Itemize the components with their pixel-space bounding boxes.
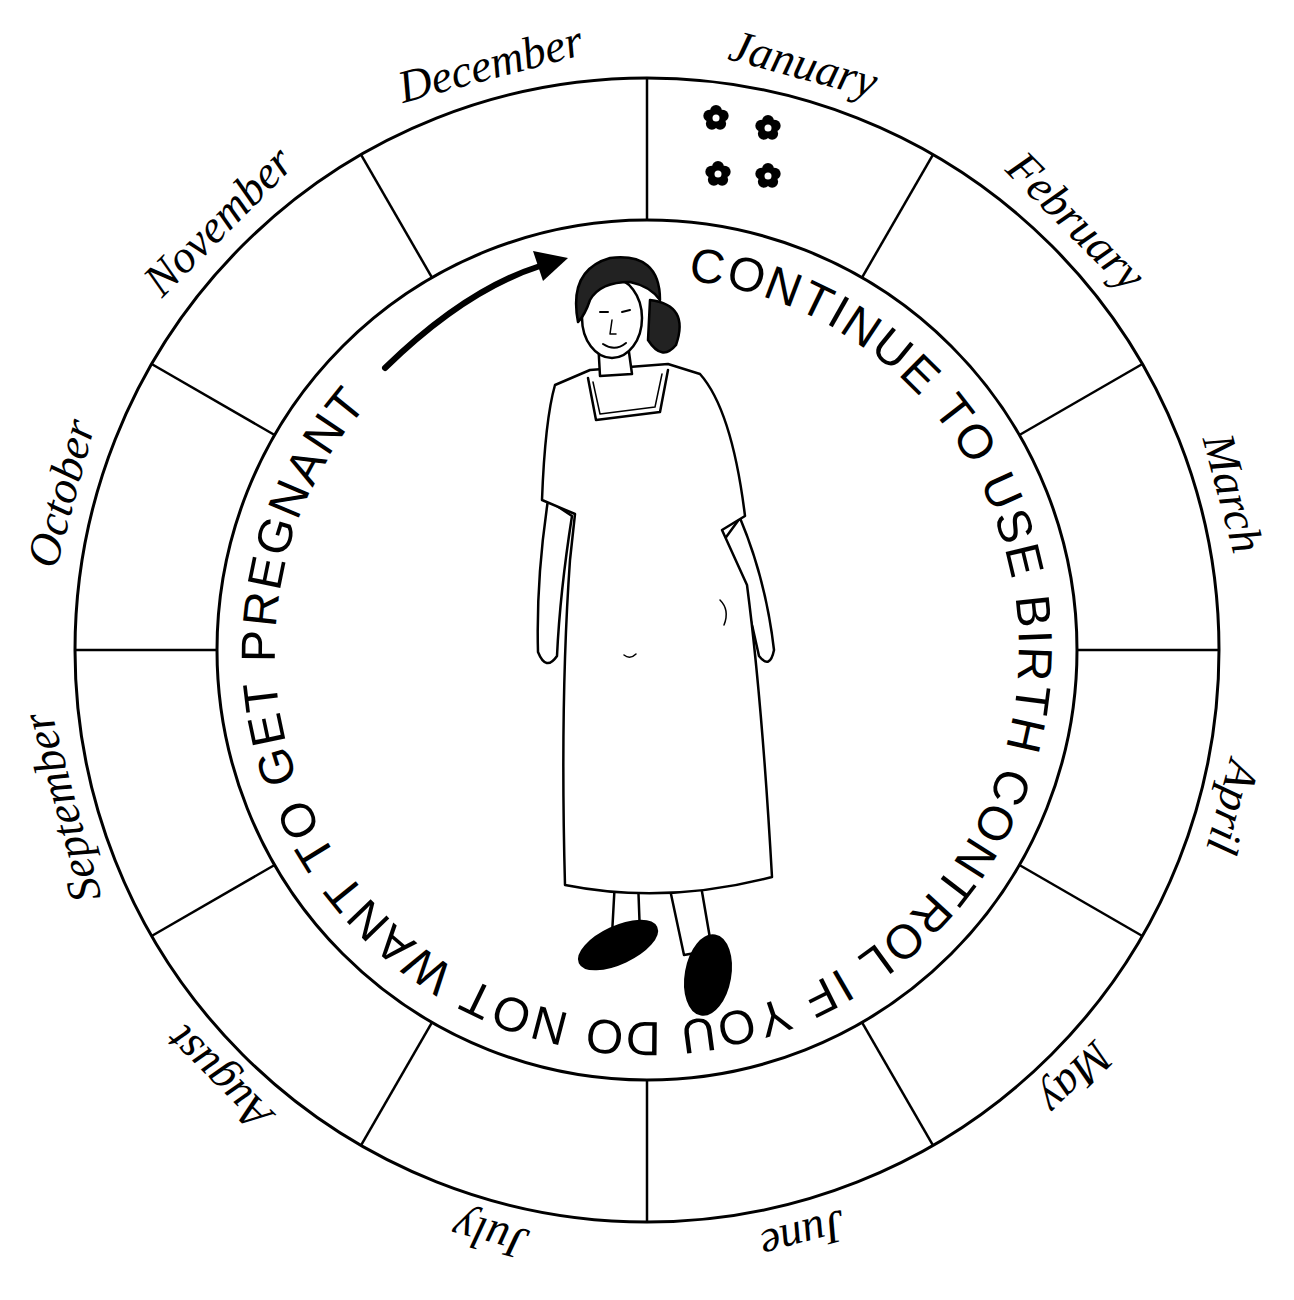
month-divider	[646, 1080, 649, 1222]
ring-letter: H	[998, 712, 1052, 756]
month-label: July	[447, 1201, 534, 1270]
month-divider	[361, 155, 432, 278]
month-label: February	[996, 142, 1155, 301]
month-divider	[75, 649, 217, 652]
month-label: August	[155, 1015, 281, 1141]
curved-arrow	[385, 266, 540, 368]
month-divider	[862, 155, 933, 278]
ring-letter: R	[235, 589, 286, 629]
ring-letter: O	[583, 1010, 625, 1062]
ring-letter: D	[626, 1014, 661, 1062]
month-label: March	[1192, 428, 1272, 558]
flower-centre	[715, 171, 722, 178]
month-label: November	[134, 137, 303, 306]
ring-letter: G	[249, 742, 306, 792]
month-label: January	[724, 21, 883, 109]
month-divider	[1077, 649, 1219, 652]
ring-letter: I	[1011, 630, 1059, 645]
month-divider	[361, 1022, 432, 1145]
flower-marks	[703, 105, 780, 188]
flower	[755, 163, 780, 188]
ring-letter: C	[687, 240, 729, 293]
flower-centre	[765, 173, 772, 180]
month-divider	[646, 78, 649, 220]
ring-letter: T	[1006, 682, 1057, 717]
ring-letter: T	[236, 679, 287, 714]
month-divider	[152, 364, 275, 435]
ring-letter: B	[1008, 593, 1059, 630]
ring-letter: R	[1010, 646, 1059, 682]
arrow-head	[533, 251, 568, 281]
outer-ring	[75, 78, 1219, 1222]
woman-figure	[538, 257, 774, 1018]
inner-ring	[217, 220, 1077, 1080]
month-label: April	[1196, 755, 1269, 859]
month-divider	[1019, 865, 1142, 936]
month-label: September	[12, 707, 111, 908]
month-divider	[1019, 364, 1142, 435]
month-label: October	[18, 414, 106, 573]
flower-centre	[765, 125, 772, 132]
ring-letter: P	[235, 630, 283, 663]
month-label: June	[755, 1200, 852, 1271]
ring-letter	[663, 1013, 679, 1062]
month-dividers	[75, 78, 1219, 1222]
month-divider	[152, 865, 275, 936]
ring-letter: U	[678, 1008, 719, 1060]
flower	[755, 115, 780, 140]
ring-letter	[235, 664, 284, 680]
flower-centre	[713, 115, 720, 122]
flower	[705, 161, 730, 186]
month-divider	[862, 1022, 933, 1145]
flower	[703, 105, 728, 130]
month-label: December	[392, 16, 588, 114]
month-label: May	[1029, 1032, 1123, 1126]
